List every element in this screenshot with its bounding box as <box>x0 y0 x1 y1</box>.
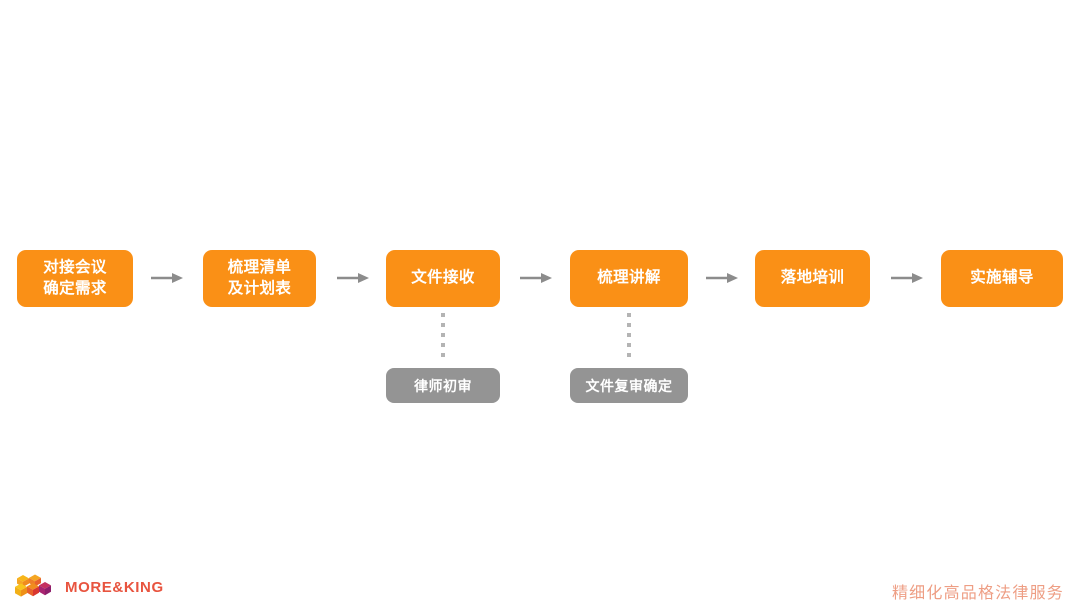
flow-step-6-label: 实施辅导 <box>970 269 1034 287</box>
flow-step-3[interactable]: 文件接收 <box>386 250 500 307</box>
flow-step-6[interactable]: 实施辅导 <box>941 250 1063 307</box>
dotted-connector-2 <box>627 313 631 363</box>
flow-arrow-4-icon <box>705 271 739 285</box>
flow-sub-step-1-label: 律师初审 <box>414 377 472 394</box>
flow-step-5-label: 落地培训 <box>780 269 845 287</box>
flow-sub-step-2[interactable]: 文件复审确定 <box>570 368 688 403</box>
flow-step-2-label: 梳理清单 及计划表 <box>227 258 292 297</box>
flow-sub-step-1[interactable]: 律师初审 <box>386 368 500 403</box>
flow-step-4-label: 梳理讲解 <box>597 269 661 287</box>
flow-step-1[interactable]: 对接会议 确定需求 <box>17 250 133 307</box>
flow-step-4[interactable]: 梳理讲解 <box>570 250 688 307</box>
flow-step-2[interactable]: 梳理清单 及计划表 <box>203 250 316 307</box>
flow-arrow-5-icon <box>890 271 924 285</box>
flow-step-3-label: 文件接收 <box>411 269 475 287</box>
flow-step-1-label: 对接会议 确定需求 <box>43 258 107 297</box>
flow-step-5[interactable]: 落地培训 <box>755 250 870 307</box>
flow-arrow-3-icon <box>519 271 553 285</box>
flow-arrow-1-icon <box>150 271 184 285</box>
brand-name: MORE&KING <box>65 578 164 596</box>
flow-sub-step-2-label: 文件复审确定 <box>585 377 673 394</box>
brand-tagline: 精细化高品格法律服务 <box>891 585 1064 602</box>
cubes-logo-icon <box>14 574 56 600</box>
flow-arrow-2-icon <box>336 271 370 285</box>
brand-logo: MORE&KING <box>14 574 164 600</box>
dotted-connector-1 <box>441 313 445 363</box>
process-flow: 对接会议 确定需求 梳理清单 及计划表 文件接收 <box>0 250 1080 307</box>
